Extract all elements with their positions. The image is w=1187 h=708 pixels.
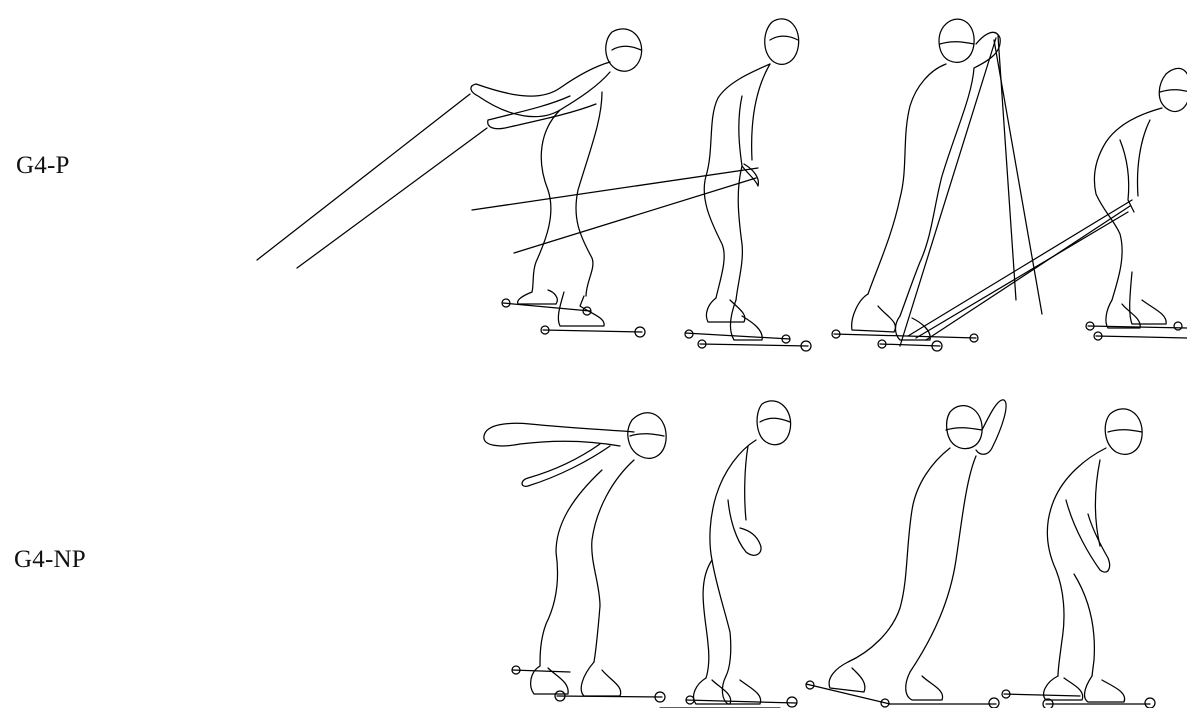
skier-g4-np-frame-3: [806, 400, 1006, 708]
skier-g4-np-frame-2: [660, 401, 797, 708]
skier-g4-np-frame-1: [484, 413, 666, 702]
skier-g4-p-frame-4: [908, 68, 1187, 340]
skier-g4-p-frame-3: [832, 19, 1042, 351]
skier-g4-p-frame-2: [472, 19, 811, 351]
skier-g4-p-frame-1: [257, 29, 645, 337]
skier-g4-np-frame-4: [1002, 409, 1155, 708]
